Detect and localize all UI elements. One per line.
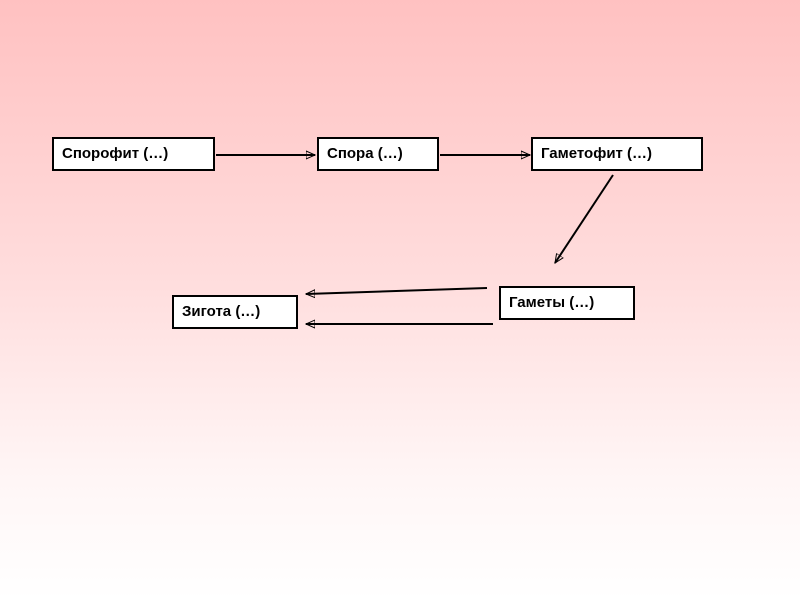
node-gametophyte: Гаметофит (…) bbox=[531, 137, 703, 171]
node-gametes: Гаметы (…) bbox=[499, 286, 635, 320]
arrow-gametes-to-zygote-upper bbox=[306, 287, 488, 294]
node-zygote: Зигота (…) bbox=[172, 295, 298, 329]
node-spore: Спора (…) bbox=[317, 137, 439, 171]
arrow-gametophyte-to-gametes bbox=[554, 174, 614, 263]
node-sporophyte: Спорофит (…) bbox=[52, 137, 215, 171]
